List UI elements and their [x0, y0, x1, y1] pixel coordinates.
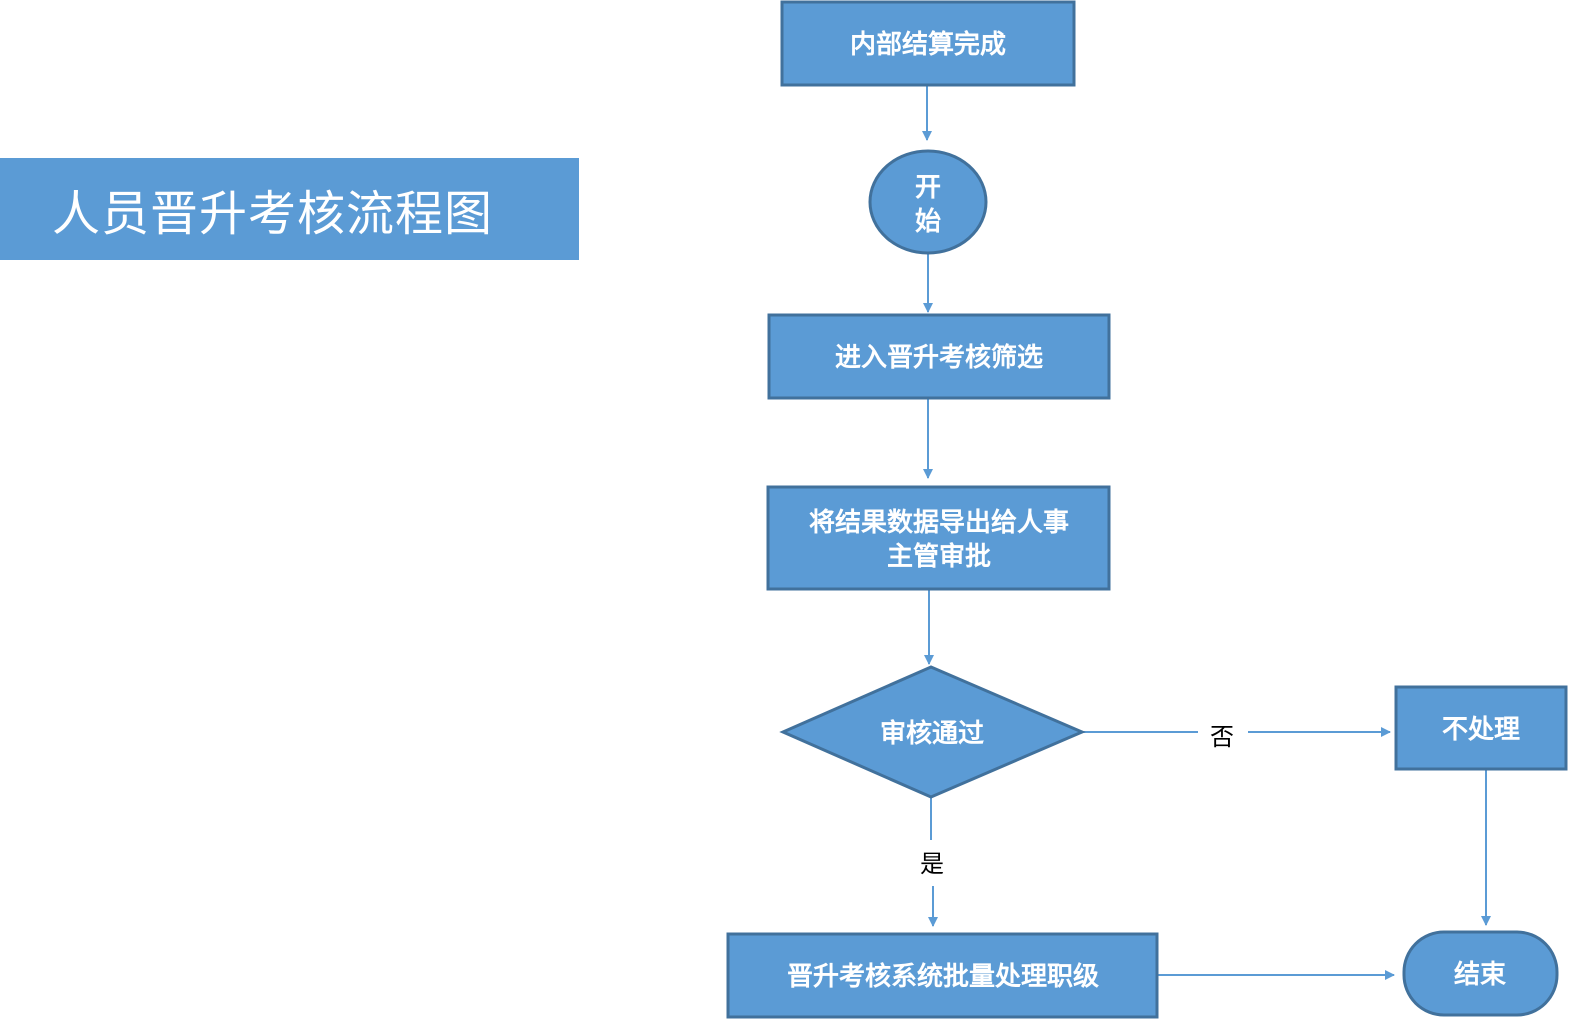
node-export-label-line1: 将结果数据导出给人事 — [809, 507, 1069, 538]
edge-label-yes: 是 — [920, 850, 944, 878]
node-screening-label: 进入晋升考核筛选 — [835, 342, 1043, 373]
process-box — [726, 932, 1159, 1019]
node-no-action: 不处理 — [1394, 685, 1568, 771]
title-banner: 人员晋升考核流程图 — [0, 158, 579, 260]
process-box — [1394, 685, 1568, 771]
node-batch-label: 晋升考核系统批量处理职级 — [787, 961, 1099, 992]
connectors — [922, 86, 1491, 980]
node-no-action-label: 不处理 — [1442, 715, 1520, 745]
decision-diamond — [779, 665, 1086, 799]
node-start-label-line2: 始 — [915, 207, 941, 237]
process-box — [767, 313, 1111, 400]
node-decision: 审核通过 — [779, 665, 1086, 799]
node-start-label-line1: 开 — [915, 173, 941, 203]
node-decision-label: 审核通过 — [880, 718, 984, 749]
start-ellipse — [868, 149, 988, 255]
edge-label-no: 否 — [1210, 723, 1234, 751]
node-screening: 进入晋升考核筛选 — [767, 313, 1111, 400]
node-batch: 晋升考核系统批量处理职级 — [726, 932, 1159, 1019]
node-settlement: 内部结算完成 — [780, 0, 1076, 87]
node-export-label-line2: 主管审批 — [887, 541, 991, 572]
terminator-shape — [1402, 930, 1559, 1017]
node-settlement-label: 内部结算完成 — [850, 29, 1006, 60]
node-export: 将结果数据导出给人事 主管审批 — [766, 485, 1111, 591]
process-box — [780, 0, 1076, 87]
node-end-label: 结束 — [1454, 959, 1507, 990]
page-title: 人员晋升考核流程图 — [52, 186, 494, 242]
node-start: 开 始 — [868, 149, 988, 255]
node-end: 结束 — [1402, 930, 1559, 1017]
process-box — [766, 485, 1111, 591]
